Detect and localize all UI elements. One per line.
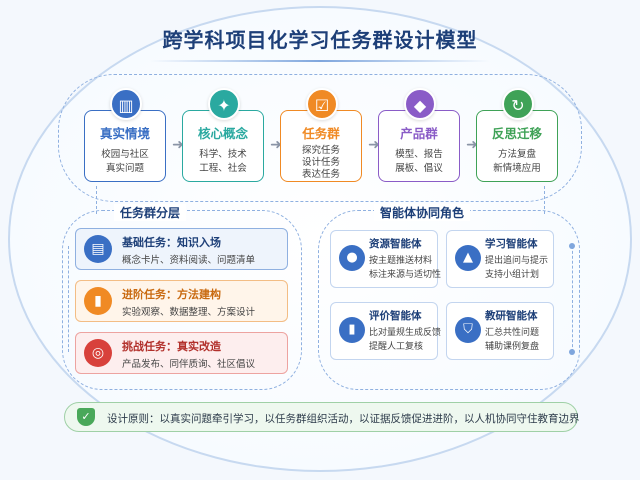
shield-check-icon: ✓: [77, 408, 95, 426]
stage-desc-line: 校园与社区: [101, 149, 149, 160]
agent-desc-line: 标注来源与适切性: [369, 270, 442, 280]
refresh-icon: ↻: [502, 88, 534, 120]
agent-title: 评价智能体: [369, 310, 422, 322]
agents-title: 智能体协同角色: [374, 204, 471, 221]
stage-title: 任务群: [302, 126, 340, 141]
flow-stage-product-group: ◆ 产品群 模型、报告 展板、倡议: [378, 88, 460, 182]
arrow-right-icon: ➜: [270, 137, 282, 153]
stage-desc-line: 新情境应用: [493, 163, 541, 174]
stage-desc-line: 工程、社会: [199, 163, 247, 174]
connector-dot: [569, 243, 575, 249]
tier-desc: 实验观察、数据整理、方案设计: [122, 307, 256, 318]
tier-advanced: ▮ 进阶任务：方法建构 实验观察、数据整理、方案设计: [75, 280, 288, 322]
stage-title: 反思迁移: [491, 126, 542, 141]
shield-icon: ⛉: [455, 317, 481, 343]
cube-icon: ◆: [404, 88, 436, 120]
tier-basic: ▤ 基础任务：知识入场 概念卡片、资料阅读、问题清单: [75, 228, 288, 270]
tier-challenge: ◎ 挑战任务：真实改造 产品发布、同伴质询、社区倡议: [75, 332, 288, 374]
flow-stage-reflection-transfer: ↻ 反思迁移 方法复盘 新情境应用: [476, 88, 558, 182]
agent-learning: ▲ 学习智能体 提出追问与提示 支持小组计划: [446, 230, 554, 288]
stage-desc: 探究任务 设计任务 表达任务: [281, 145, 361, 181]
connector-line: [68, 246, 69, 352]
stage-desc: 模型、报告 展板、倡议: [379, 148, 459, 176]
stage-desc-line: 方法复盘: [497, 149, 536, 160]
stage-title: 真实情境: [99, 126, 150, 141]
agent-desc-line: 提醒人工复核: [369, 342, 424, 352]
connector-line: [96, 186, 97, 214]
stage-desc-line: 科学、技术: [199, 149, 247, 160]
tier-title: 挑战任务：真实改造: [122, 340, 221, 353]
agent-desc-line: 提出追问与提示: [485, 256, 549, 266]
agent-desc-line: 按主题推送材料: [369, 256, 433, 266]
agent-title: 学习智能体: [485, 238, 538, 250]
book-icon: ▤: [84, 235, 112, 263]
flow-stage-task-group: ☑ 任务群 探究任务 设计任务 表达任务: [280, 88, 362, 182]
agent-resource: ● 资源智能体 按主题推送材料 标注来源与适切性: [330, 230, 442, 288]
agent-evaluation: ▮ 评价智能体 比对量规生成反馈 提醒人工复核: [330, 302, 442, 360]
bar-chart-icon: ▮: [339, 317, 365, 343]
agent-title: 教研智能体: [485, 310, 538, 322]
user-icon: ●: [339, 245, 365, 271]
stage-title: 产品群: [400, 126, 438, 141]
agent-title: 资源智能体: [369, 238, 422, 250]
diagram-title: 跨学科项目化学习任务群设计模型: [162, 28, 478, 52]
agent-research: ⛉ 教研智能体 汇总共性问题 辅助课例复盘: [446, 302, 554, 360]
agent-desc-line: 汇总共性问题: [485, 328, 540, 338]
stage-desc-line: 真实问题: [105, 163, 144, 174]
tier-title: 进阶任务：方法建构: [122, 288, 221, 301]
stage-desc-line: 探究任务: [301, 145, 340, 156]
arrow-right-icon: ➜: [172, 137, 184, 153]
title-underline: [150, 60, 490, 62]
stage-desc-line: 模型、报告: [395, 149, 443, 160]
connector-dot: [569, 349, 575, 355]
task-tiers-title: 任务群分层: [114, 204, 187, 221]
connector-line: [544, 186, 545, 214]
flow-panel: [58, 74, 582, 202]
stage-desc-line: 设计任务: [301, 157, 340, 168]
stage-desc: 校园与社区 真实问题: [85, 148, 165, 176]
agent-desc-line: 辅助课例复盘: [485, 342, 540, 352]
tier-desc: 概念卡片、资料阅读、问题清单: [122, 255, 256, 266]
agent-desc-line: 比对量规生成反馈: [369, 328, 442, 338]
arrow-right-icon: ➜: [466, 137, 478, 153]
agent-desc-line: 支持小组计划: [485, 270, 540, 280]
graduation-cap-icon: ▲: [455, 245, 481, 271]
stage-title: 核心概念: [197, 126, 248, 141]
flow-stage-core-concepts: ✦ 核心概念 科学、技术 工程、社会: [182, 88, 264, 182]
connector-line: [572, 246, 573, 352]
tier-desc: 产品发布、同伴质询、社区倡议: [122, 359, 256, 370]
flow-stage-real-context: ▥ 真实情境 校园与社区 真实问题: [84, 88, 166, 182]
building-icon: ▥: [110, 88, 142, 120]
stage-desc-line: 表达任务: [301, 169, 340, 180]
clipboard-icon: ☑: [306, 88, 338, 120]
tier-title: 基础任务：知识入场: [122, 236, 221, 249]
bar-chart-icon: ▮: [84, 287, 112, 315]
design-principle-text: 设计原则：以真实问题牵引学习，以任务群组织活动，以证据反馈促进进阶，以人机协同守…: [107, 413, 580, 425]
design-principle-bar: ✓ 设计原则：以真实问题牵引学习，以任务群组织活动，以证据反馈促进进阶，以人机协…: [64, 402, 580, 432]
stage-desc: 方法复盘 新情境应用: [477, 148, 557, 176]
stage-desc: 科学、技术 工程、社会: [183, 148, 263, 176]
lightbulb-icon: ✦: [208, 88, 240, 120]
stage-desc-line: 展板、倡议: [395, 163, 443, 174]
arrow-right-icon: ➜: [368, 137, 380, 153]
target-icon: ◎: [84, 339, 112, 367]
